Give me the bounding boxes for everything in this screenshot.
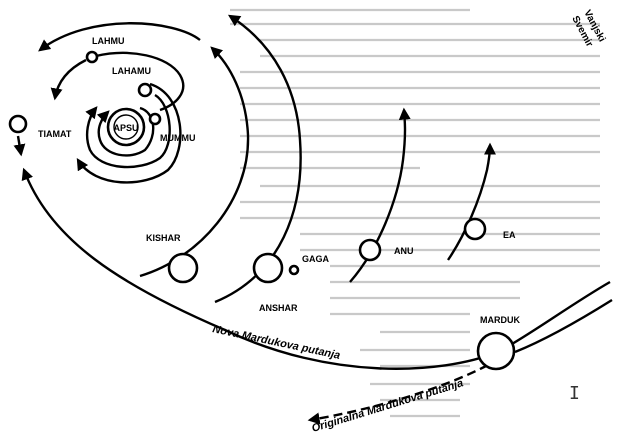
mummu-label: MUMMU [160,133,196,143]
lahmu-label: LAHMU [92,36,125,46]
anshar-label: ANSHAR [259,303,298,313]
anu-planet [358,238,382,262]
kishar-planet [167,252,199,284]
ea-planet [463,217,487,241]
tiamat-orbit-left [13,135,26,157]
original-marduk-path [307,363,489,425]
text-cursor-icon: I [569,383,580,404]
anshar-planet [252,252,284,284]
marduk-planet [476,331,516,371]
original-marduk-path-label: Originalna Mardukova putanja [310,377,464,435]
anu-label: ANU [394,246,414,256]
lahmu-planet [85,50,99,64]
new-marduk-path-label: Nova Mardukova putanja [211,323,341,362]
mummu-planet [148,112,162,126]
marduk-label: MARDUK [480,315,520,325]
apsu-planet-ring [113,114,139,140]
lahmu-orbit-left [50,58,87,101]
lahamu-label: LAHAMU [112,66,151,76]
tiamat-orbit-top [38,22,201,52]
new-marduk-path [21,167,611,370]
gaga-planet [288,264,300,276]
kishar-label: KISHAR [146,233,181,243]
lahmu-orbit [95,51,185,112]
background-text-lines [230,8,600,418]
gaga-label: GAGA [302,254,330,264]
mummu-orbit [85,93,171,169]
lahamu-planet [137,82,153,98]
tiamat-planet [8,114,28,134]
apsu-label: APSU [113,123,138,133]
ea-orbit [447,142,496,261]
ea-label: EA [503,230,516,240]
tiamat-label: TIAMAT [38,129,72,139]
outer-arc-right [514,298,613,354]
